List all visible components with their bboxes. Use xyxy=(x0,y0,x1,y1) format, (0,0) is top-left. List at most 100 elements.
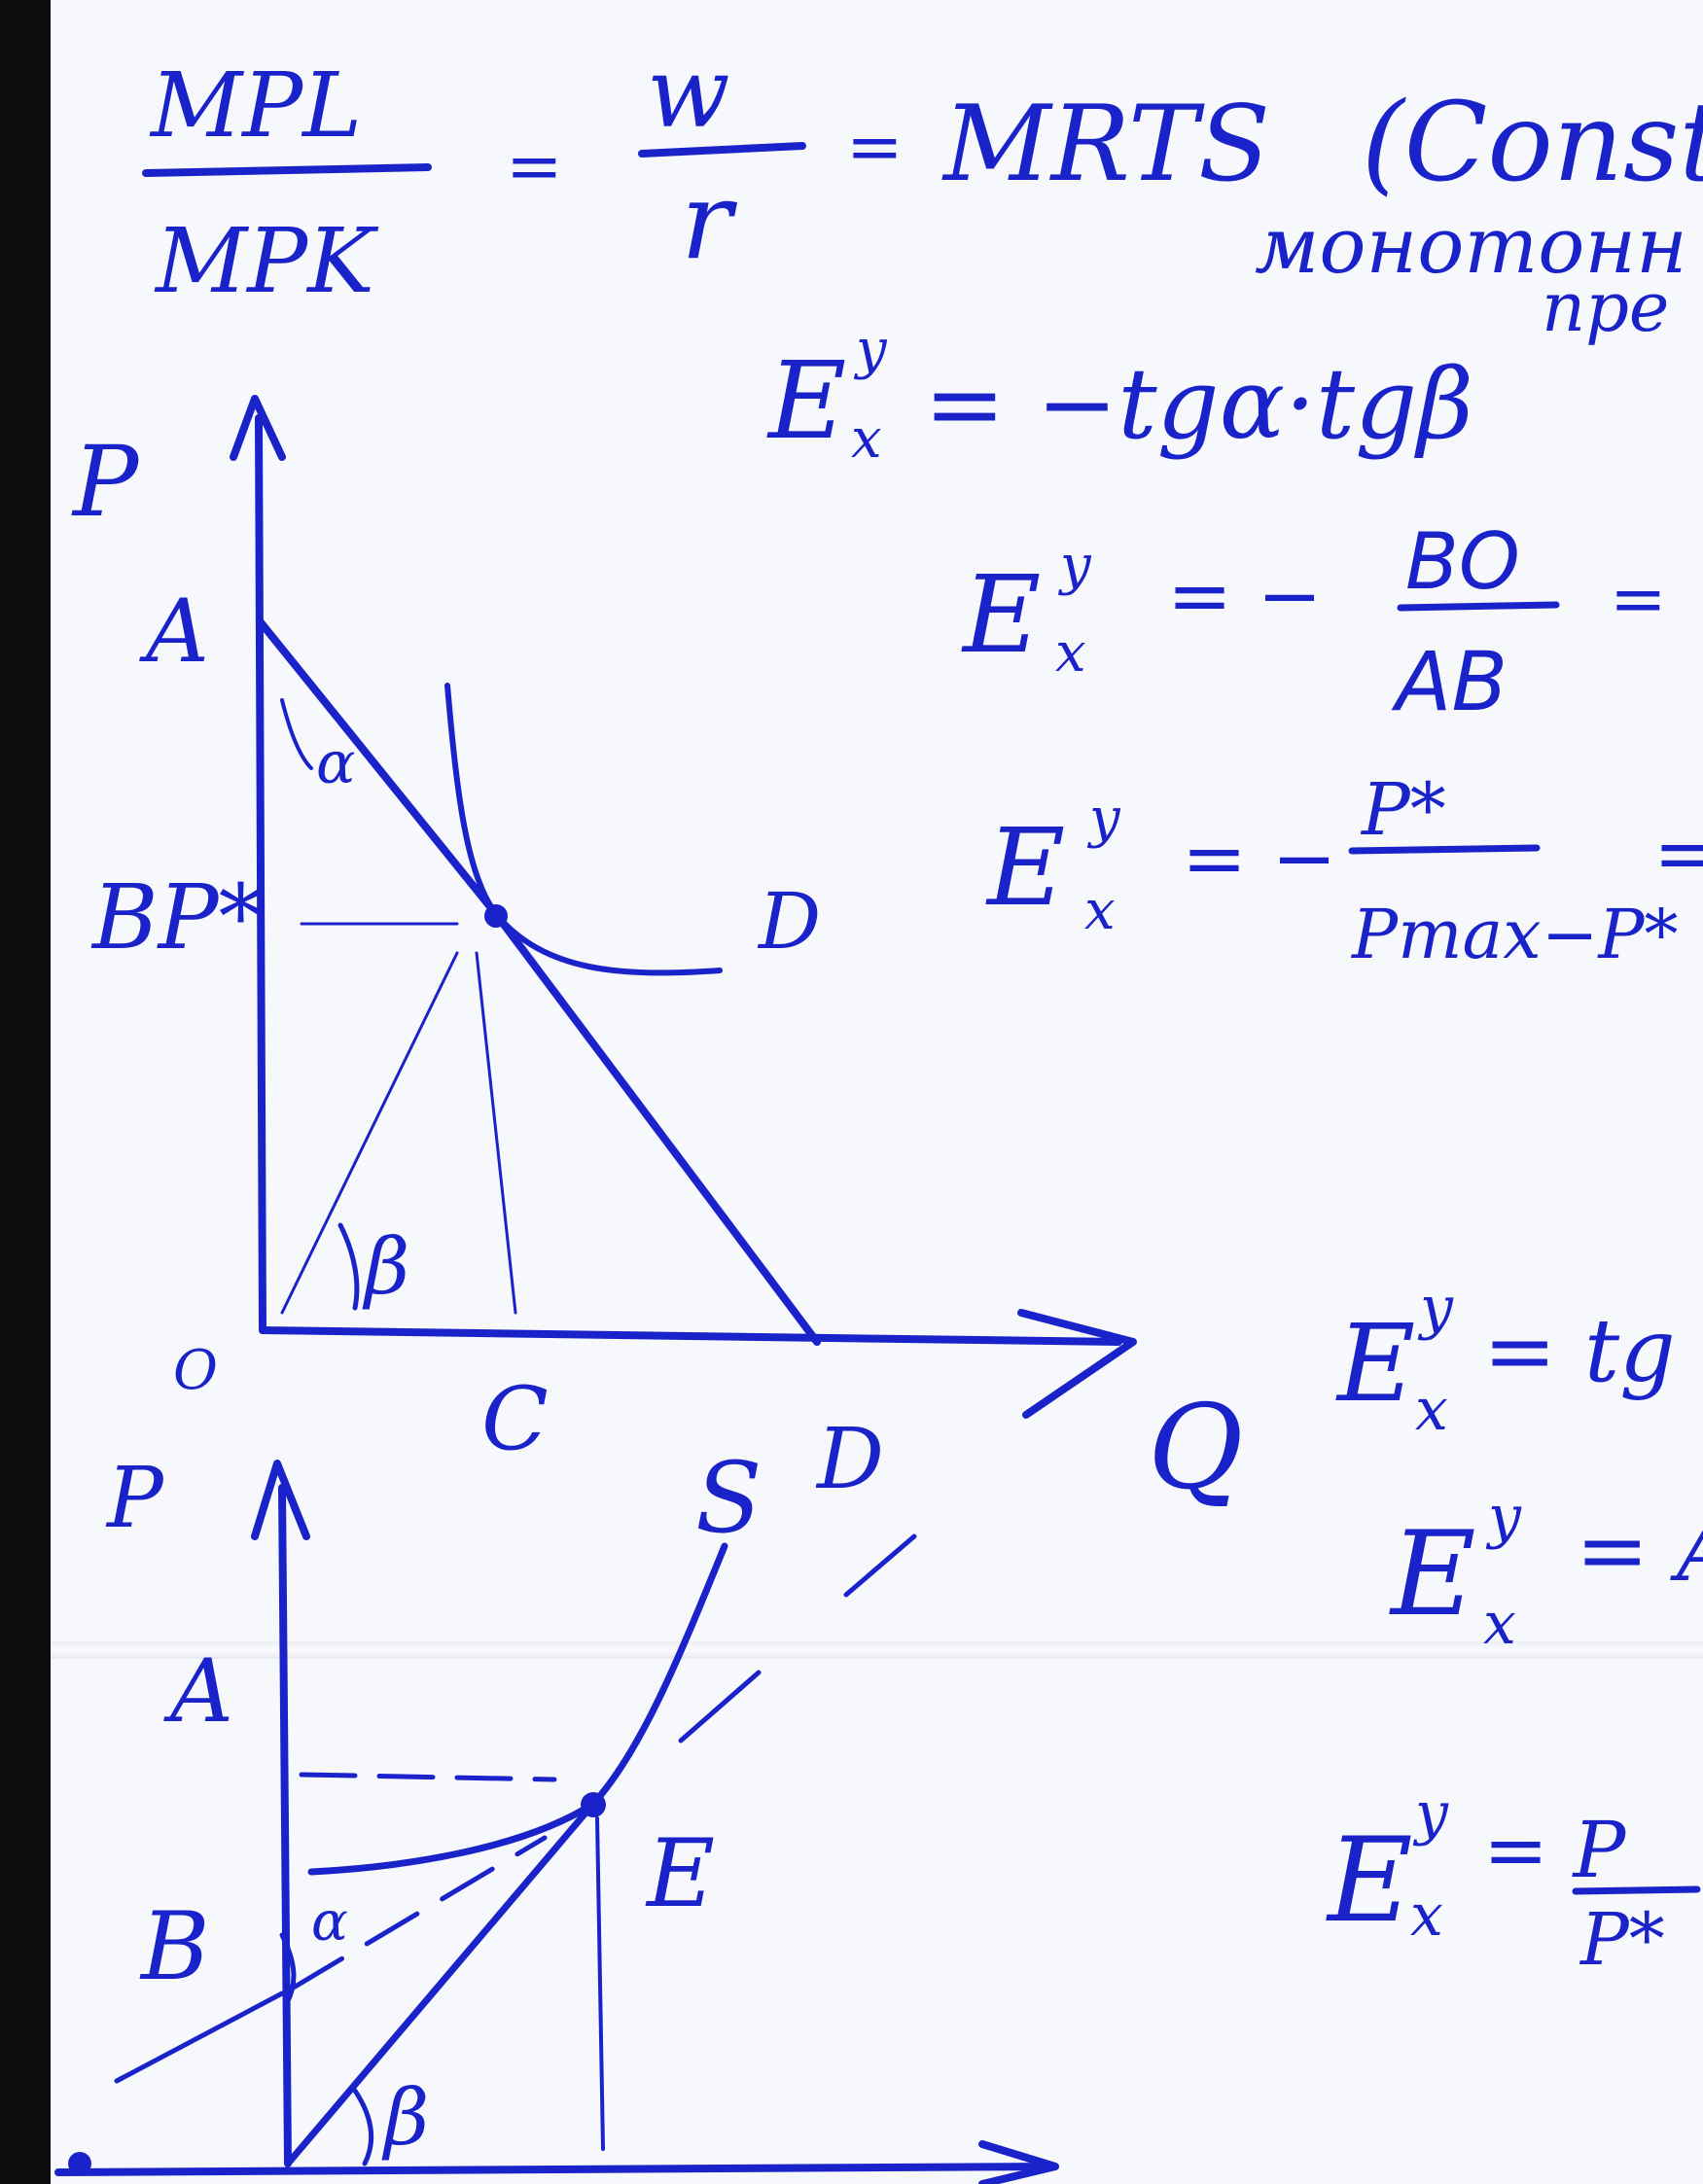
f2-eq: = − xyxy=(1167,550,1323,641)
f3-sup: y xyxy=(1086,787,1121,850)
g2-origin-dot xyxy=(68,2152,91,2175)
g2-tangent-dash-4 xyxy=(843,1533,917,1598)
f1-sub: x xyxy=(851,407,882,471)
f6-e: E xyxy=(1326,1814,1413,1949)
g2-beta-arc xyxy=(352,2088,374,2166)
mrts-text: MRTS xyxy=(941,84,1270,205)
monoton-text: монотонн xyxy=(1255,200,1687,291)
paper-crease xyxy=(51,1641,1703,1659)
g1-label-d-point: D xyxy=(757,876,821,967)
formula-2: E y x = − BO AB = xyxy=(961,516,1667,729)
f3-e: E xyxy=(985,805,1065,930)
r-text: r xyxy=(681,159,738,283)
f2-e: E xyxy=(961,552,1041,677)
g2-tangent-dash-2 xyxy=(289,1835,548,1991)
f1-e: E xyxy=(766,338,846,463)
formula-6: E y x = P P* xyxy=(1326,1779,1701,1982)
g2-y-axis xyxy=(278,1484,292,2167)
mpk-text: MPK xyxy=(154,209,379,313)
pre-text: пре xyxy=(1542,267,1669,347)
w-text: w xyxy=(647,36,730,150)
g1-y-axis xyxy=(255,414,266,1334)
g2-point-e xyxy=(581,1792,606,1817)
g1-label-b: BP* xyxy=(90,865,264,969)
g1-label-a: A xyxy=(139,581,209,683)
g2-label-e: E xyxy=(645,1819,715,1928)
eq1-text: = xyxy=(506,126,563,206)
f2-num: BO xyxy=(1405,516,1520,607)
g2-alpha-arc xyxy=(279,1932,297,2006)
mpl-text: MPL xyxy=(149,53,362,158)
formula-4: E y x = tg xyxy=(1335,1274,1676,1444)
formula-5: E y x = A xyxy=(1389,1483,1703,1658)
g2-label-s: S xyxy=(695,1441,763,1555)
f3-sub: x xyxy=(1084,879,1116,942)
g2-ray xyxy=(284,1800,597,2167)
g1-beta-arc xyxy=(337,1222,360,1311)
f2-den: AB xyxy=(1391,634,1508,729)
g1-label-d-bottom: D xyxy=(815,1411,884,1508)
g2-y-arrow xyxy=(251,1460,310,1540)
f6-den: P* xyxy=(1579,1898,1665,1982)
f4-sub: x xyxy=(1415,1376,1448,1444)
graph-supply: P A B α β S E xyxy=(54,1441,1059,2184)
f2-sup: y xyxy=(1057,534,1092,597)
f2-tail: = xyxy=(1610,559,1667,639)
f4-e: E xyxy=(1335,1301,1415,1426)
g2-x-arrow xyxy=(978,2140,1059,2184)
f5-e: E xyxy=(1389,1507,1476,1642)
f3-eq: = − xyxy=(1182,813,1337,903)
g1-label-c: C xyxy=(481,1368,549,1470)
g2-label-alpha: α xyxy=(311,1890,348,1954)
g1-x-label: Q xyxy=(1148,1381,1243,1516)
top-formula: MPL MPK = w r = MRTS (Const монотонн пре xyxy=(142,36,1703,347)
f1-sup: y xyxy=(853,318,888,381)
fraction-bar-2 xyxy=(638,142,806,158)
g1-y-label: P xyxy=(71,425,140,539)
g2-tangent-dash-3 xyxy=(678,1670,762,1744)
g2-x-axis xyxy=(54,2163,1054,2176)
eq2-text: = xyxy=(846,107,904,187)
g1-label-alpha: α xyxy=(316,729,356,797)
f3-bar xyxy=(1348,844,1541,855)
g1-x-arrow xyxy=(1017,1309,1137,1419)
f6-bar xyxy=(1572,1885,1701,1895)
f1-rest: = −tgα·tgβ xyxy=(924,347,1473,461)
f5-rest: = A xyxy=(1576,1499,1703,1602)
f6-rest: = P xyxy=(1483,1805,1626,1895)
const-text: (Const xyxy=(1362,80,1703,206)
f2-sub: x xyxy=(1055,621,1086,685)
f3-tail: = xyxy=(1653,808,1703,898)
g2-vertical xyxy=(595,1816,605,2151)
graph-demand: P A α BP* β O C D D Q xyxy=(71,395,1243,1516)
formula-1: E y x = −tgα·tgβ xyxy=(766,318,1473,471)
g1-y-arrow xyxy=(230,395,286,461)
f5-sup: y xyxy=(1485,1483,1522,1551)
f6-sub: x xyxy=(1410,1882,1443,1950)
g2-label-beta: β xyxy=(381,2072,429,2163)
g2-tangent-dash-1 xyxy=(114,1990,285,2084)
formula-3: E y x = − P* Pmax−P* = xyxy=(985,768,1703,974)
f4-sup: y xyxy=(1417,1274,1454,1342)
g2-label-a: A xyxy=(163,1640,233,1743)
f6-sup: y xyxy=(1412,1779,1449,1848)
f2-bar xyxy=(1397,601,1560,612)
f4-rest: = tg xyxy=(1483,1300,1676,1402)
f3-num: P* xyxy=(1360,768,1446,852)
g2-dashed-horizontal xyxy=(299,1772,557,1782)
g1-label-beta: β xyxy=(362,1221,409,1312)
g1-point xyxy=(484,904,508,928)
g1-label-origin: O xyxy=(173,1339,218,1402)
g1-curve xyxy=(444,683,723,976)
g1-guide-diag xyxy=(280,951,459,1315)
scan-left-edge xyxy=(0,0,51,2184)
g2-label-b: B xyxy=(139,1892,210,2001)
g1-alpha-arc xyxy=(280,698,313,770)
g1-x-axis xyxy=(259,1326,1122,1346)
g1-guide-v xyxy=(475,951,517,1315)
f5-sub: x xyxy=(1483,1590,1516,1658)
g2-y-label: P xyxy=(105,1450,165,1547)
f3-den: Pmax−P* xyxy=(1350,895,1678,974)
fraction-bar-1 xyxy=(142,163,432,177)
